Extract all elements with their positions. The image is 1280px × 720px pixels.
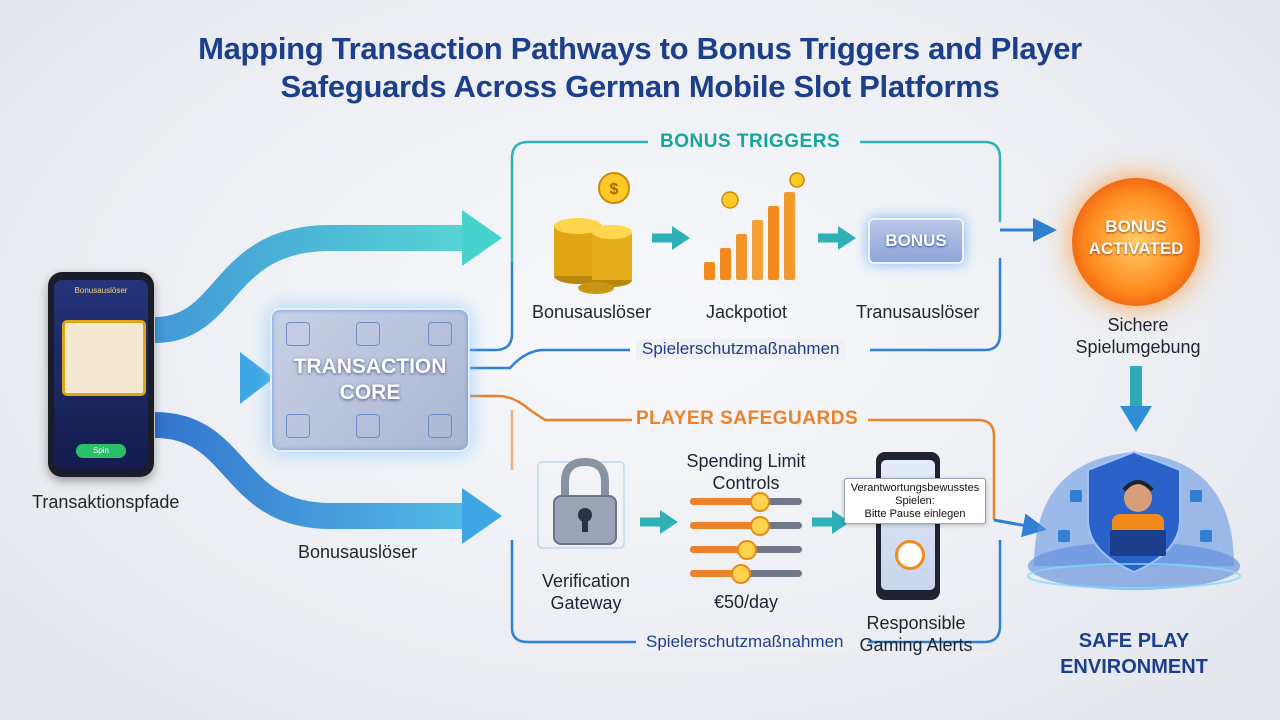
bonus-activated-label: BONUS ACTIVATED bbox=[1088, 217, 1184, 258]
clock-icon bbox=[895, 540, 925, 570]
fingerprint-icon bbox=[428, 414, 452, 438]
safeguard-path-label: Spielerschutzmaßnahmen bbox=[640, 632, 850, 652]
safe-play-label: SAFE PLAY ENVIRONMENT bbox=[1060, 630, 1208, 678]
phone-spin-button[interactable]: Spin bbox=[76, 444, 126, 458]
gear-icon bbox=[356, 322, 380, 346]
alert-line: Bitte Pause einlegen bbox=[864, 508, 966, 520]
chip-icon bbox=[428, 322, 452, 346]
step-arrow bbox=[652, 226, 690, 250]
safeguard-section-heading: PLAYER SAFEGUARDS bbox=[636, 408, 859, 429]
padlock-icon bbox=[537, 457, 625, 549]
slot-phone-icon: Bonusauslöser Spin bbox=[48, 272, 154, 477]
bonus-path-label: Spielerschutzmaßnahmen bbox=[636, 339, 846, 359]
lock-icon bbox=[286, 322, 310, 346]
spending-slider[interactable] bbox=[690, 564, 802, 584]
step-arrow bbox=[812, 510, 850, 534]
page-title: Mapping Transaction Pathways to Bonus Tr… bbox=[198, 31, 1082, 104]
responsible-gaming-alert: Verantwortungsbewusstes Spielen: Bitte P… bbox=[844, 478, 986, 524]
rising-bars-icon bbox=[704, 172, 805, 280]
lower-flow-label: Bonusauslöser bbox=[298, 542, 418, 562]
svg-text:$: $ bbox=[610, 181, 619, 198]
safeguard-step-label: Verification Gateway bbox=[541, 571, 631, 613]
bonus-step-label: Tranusauslöser bbox=[856, 302, 980, 322]
flow-arrow-to-safeguards bbox=[154, 412, 502, 544]
step-arrow bbox=[640, 510, 678, 534]
phone-alert-icon bbox=[876, 452, 940, 600]
bonus-section-heading: BONUS TRIGGERS bbox=[660, 131, 841, 152]
down-arrow bbox=[1120, 366, 1152, 432]
step-arrow bbox=[818, 226, 856, 250]
bonus-activated-badge: BONUS ACTIVATED bbox=[1072, 178, 1200, 306]
bonus-step-label: Bonusauslöser bbox=[532, 302, 652, 322]
bonus-step-label: Jackpotiot bbox=[706, 302, 788, 322]
source-label: Transaktionspfade bbox=[32, 492, 180, 512]
transaction-core-panel: TRANSACTION CORE bbox=[270, 308, 470, 452]
flow-arrow-to-bonus bbox=[154, 210, 502, 343]
phone-header: Bonusauslöser bbox=[74, 286, 128, 295]
safeguard-step-label: Spending Limit Controls bbox=[686, 451, 806, 493]
gear-icon bbox=[286, 414, 310, 438]
safeguard-step-label: Responsible Gaming Alerts bbox=[859, 613, 973, 655]
spending-slider[interactable] bbox=[690, 540, 802, 560]
coin-stack-icon: $ bbox=[554, 172, 632, 294]
lock-icon bbox=[356, 414, 380, 438]
safe-play-shield-icon bbox=[1027, 450, 1241, 590]
spending-limit-value: €50/day bbox=[713, 592, 779, 612]
reel-window bbox=[62, 320, 146, 396]
core-label: TRANSACTION CORE bbox=[293, 355, 447, 404]
spending-slider[interactable] bbox=[690, 516, 802, 536]
flow-arrow-to-core bbox=[155, 352, 274, 404]
bonus-badge-icon: BONUS bbox=[868, 218, 964, 264]
alert-line: Spielen: bbox=[895, 495, 935, 507]
bonus-result-caption: Sichere Spielumgebung bbox=[1075, 315, 1201, 357]
alert-line: Verantwortungsbewusstes bbox=[850, 482, 980, 494]
spending-slider[interactable] bbox=[690, 492, 802, 512]
